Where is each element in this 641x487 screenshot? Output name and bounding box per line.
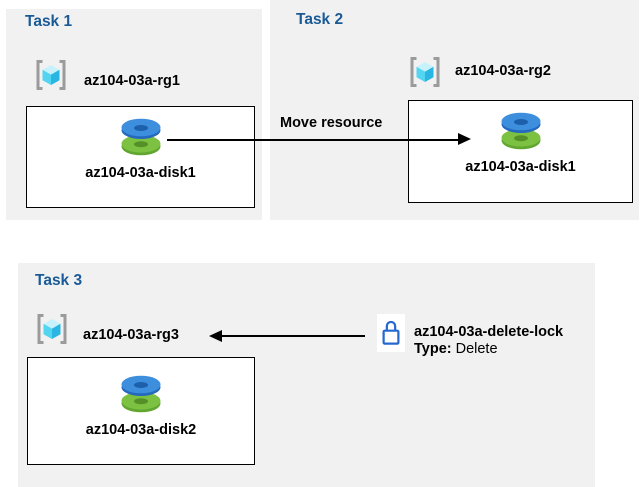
task1-title: Task 1 xyxy=(25,13,73,30)
task3-disk-label: az104-03a-disk2 xyxy=(85,422,197,438)
task1-panel: Task 1 az104-03a-rg1 az104-03a-disk1 xyxy=(6,9,262,220)
resource-group-icon xyxy=(410,57,440,87)
task1-disk-box: az104-03a-disk1 xyxy=(26,106,255,208)
task1-resource-group-label: az104-03a-rg1 xyxy=(84,73,180,89)
managed-disk-icon xyxy=(121,375,161,413)
task3-resource-group-label: az104-03a-rg3 xyxy=(83,327,179,343)
lock-glyph-icon xyxy=(382,320,400,345)
task3-panel: Task 3 az104-03a-rg3 az104-03a-disk2 az1… xyxy=(18,263,595,487)
delete-lock-text: az104-03a-delete-lock Type:Delete xyxy=(414,324,563,358)
delete-lock-name: az104-03a-delete-lock xyxy=(414,324,564,340)
delete-lock-type-row: Type:Delete xyxy=(414,341,563,358)
managed-disk-icon xyxy=(501,112,540,150)
move-resource-arrow-line xyxy=(167,139,459,141)
task2-disk-label: az104-03a-disk1 xyxy=(465,159,576,175)
delete-lock-icon xyxy=(377,314,405,352)
managed-disk-icon xyxy=(121,118,160,156)
lock-type-label: Type: xyxy=(414,341,452,357)
task2-title: Task 2 xyxy=(296,11,344,28)
resource-group-icon xyxy=(36,60,66,90)
task3-title: Task 3 xyxy=(35,272,83,289)
lock-type-value: Delete xyxy=(455,341,498,357)
task2-resource-group-label: az104-03a-rg2 xyxy=(455,63,551,79)
lock-arrowhead-icon xyxy=(209,330,222,342)
task3-disk-box: az104-03a-disk2 xyxy=(27,357,255,465)
resource-group-icon xyxy=(37,314,67,344)
lock-arrow-line xyxy=(221,335,365,337)
task2-disk-box: az104-03a-disk1 xyxy=(408,100,633,203)
move-resource-label: Move resource xyxy=(280,115,383,131)
task1-disk-label: az104-03a-disk1 xyxy=(85,165,196,181)
move-resource-arrowhead-icon xyxy=(458,133,471,145)
task2-panel: Task 2 az104-03a-rg2 az104-03a-disk1 xyxy=(270,0,639,220)
